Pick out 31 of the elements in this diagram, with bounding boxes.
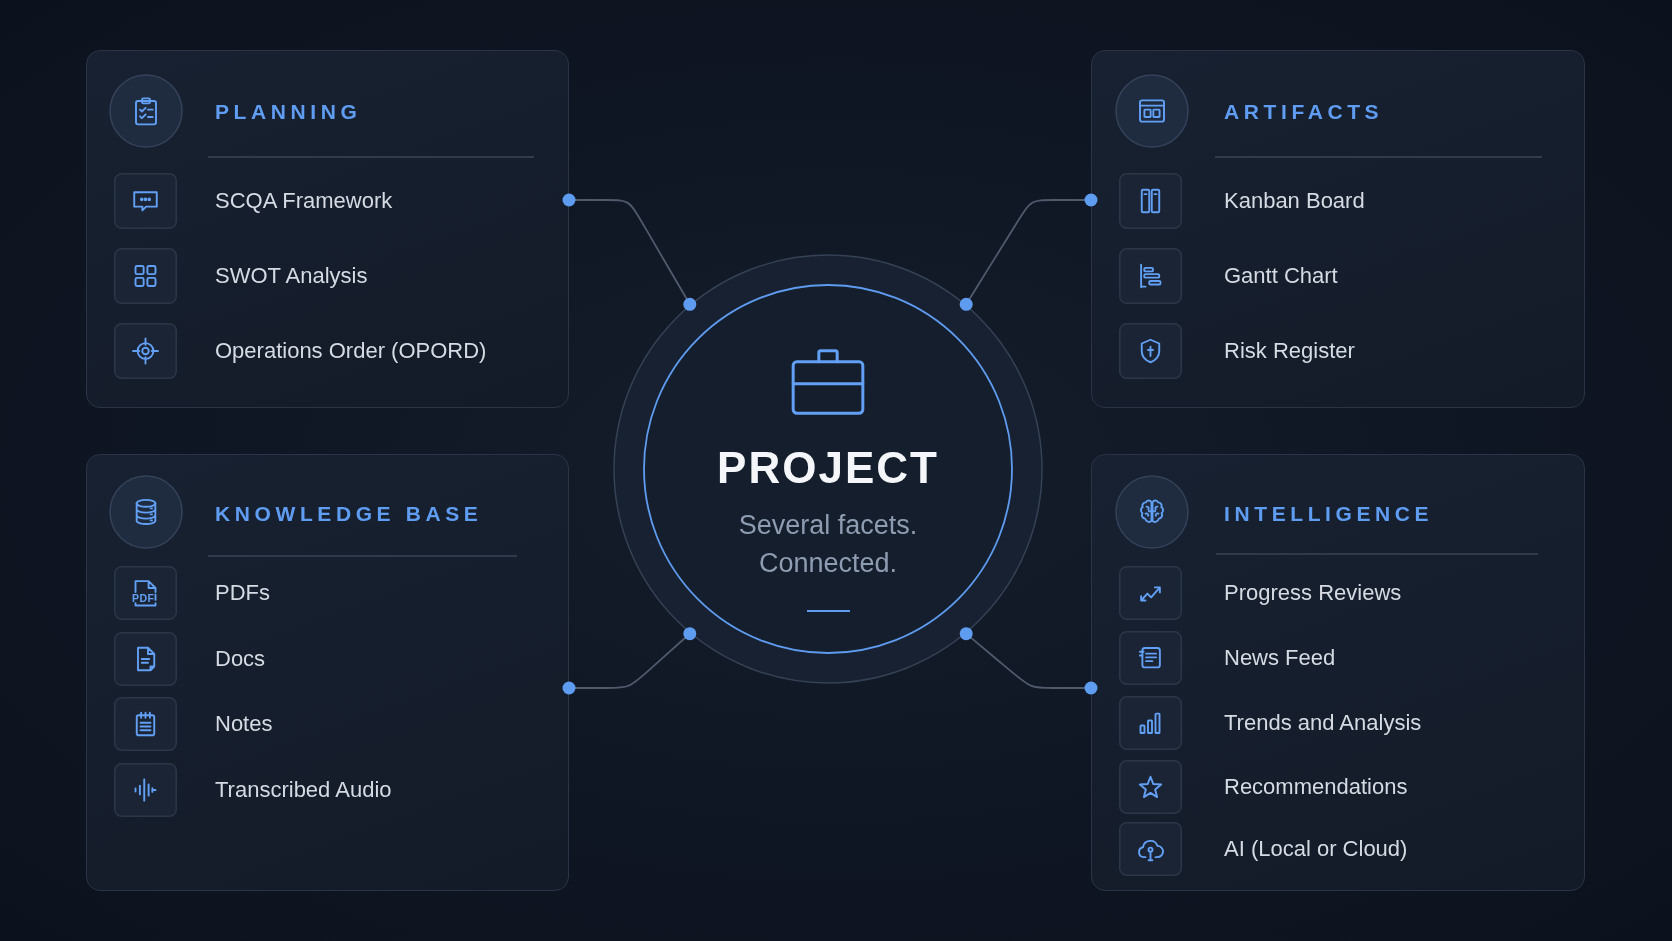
- hub-title: PROJECT: [717, 442, 939, 494]
- list-item-text: PDFs: [215, 579, 270, 607]
- list-item-text: Risk Register: [1224, 337, 1355, 365]
- category-panel: [1091, 454, 1585, 891]
- connector-line: [959, 193, 1098, 311]
- category-panel: [86, 454, 569, 891]
- connector-line: [562, 193, 697, 311]
- list-item-text: Notes: [215, 710, 273, 738]
- panel-heading: PLANNING: [215, 99, 362, 125]
- panel-heading: KNOWLEDGE BASE: [215, 501, 483, 527]
- list-item-text: Operations Order (OPORD): [215, 337, 487, 365]
- connector-line: [959, 627, 1098, 695]
- connector-line: [562, 627, 697, 695]
- list-item-text: Trends and Analysis: [1224, 709, 1422, 737]
- list-item-text: Gantt Chart: [1224, 262, 1338, 290]
- list-item-text: Docs: [215, 645, 266, 673]
- list-item-text: Progress Reviews: [1224, 579, 1402, 607]
- list-item-text: AI (Local or Cloud): [1224, 835, 1408, 863]
- file-type-text: PDF: [132, 592, 155, 604]
- category-panel: [1091, 50, 1585, 408]
- panel-heading: INTELLIGENCE: [1224, 501, 1434, 527]
- hub-circle: [613, 254, 1043, 684]
- list-item-text: News Feed: [1224, 644, 1336, 672]
- category-panel: [86, 50, 569, 408]
- list-item-text: SCQA Framework: [215, 187, 393, 215]
- list-item-text: Transcribed Audio: [215, 776, 392, 804]
- list-item-text: Kanban Board: [1224, 187, 1365, 215]
- list-item-text: Recommendations: [1224, 773, 1408, 801]
- list-item-text: SWOT Analysis: [215, 262, 368, 290]
- panel-heading: ARTIFACTS: [1224, 99, 1384, 125]
- hub-subtitle: Several facets. Connected.: [737, 509, 919, 580]
